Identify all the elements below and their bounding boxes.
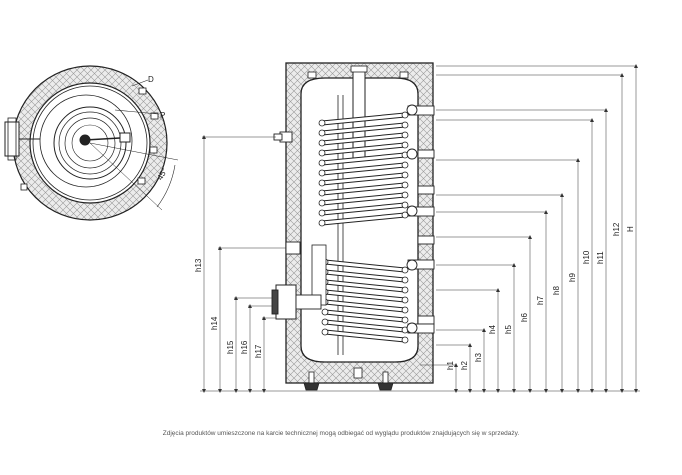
dim-h8: h8 (552, 286, 561, 295)
upper-coil (318, 111, 409, 227)
dim-h1: h1 (446, 361, 455, 370)
feet (303, 367, 394, 391)
label-p: P (160, 111, 165, 120)
left-connections (271, 131, 322, 320)
dim-h6: h6 (520, 313, 529, 322)
dim-H: H (626, 226, 635, 232)
dim-h2: h2 (460, 361, 469, 370)
side-view (271, 62, 435, 391)
dim-h14: h14 (210, 316, 219, 330)
dimension-lines (200, 65, 640, 392)
disclaimer-caption: Zdjęcia produktów umieszczone na karcie … (162, 430, 520, 437)
dim-h9: h9 (568, 273, 577, 282)
top-view (4, 65, 179, 221)
dim-h4: h4 (488, 325, 497, 334)
anode-rod (352, 67, 366, 161)
dim-h3: h3 (474, 353, 483, 362)
dim-h17: h17 (254, 344, 263, 358)
dim-h12: h12 (612, 222, 621, 236)
dim-h5: h5 (504, 325, 513, 334)
dim-h16: h16 (240, 340, 249, 354)
dim-h15: h15 (226, 340, 235, 354)
dim-h13: h13 (194, 258, 203, 272)
dim-h11: h11 (596, 251, 605, 264)
dim-h10: h10 (582, 250, 591, 264)
label-d: D (148, 75, 154, 84)
dim-h7: h7 (536, 296, 545, 305)
arrow-heads (202, 64, 638, 393)
flange-left (4, 121, 20, 157)
right-connections (406, 104, 435, 334)
